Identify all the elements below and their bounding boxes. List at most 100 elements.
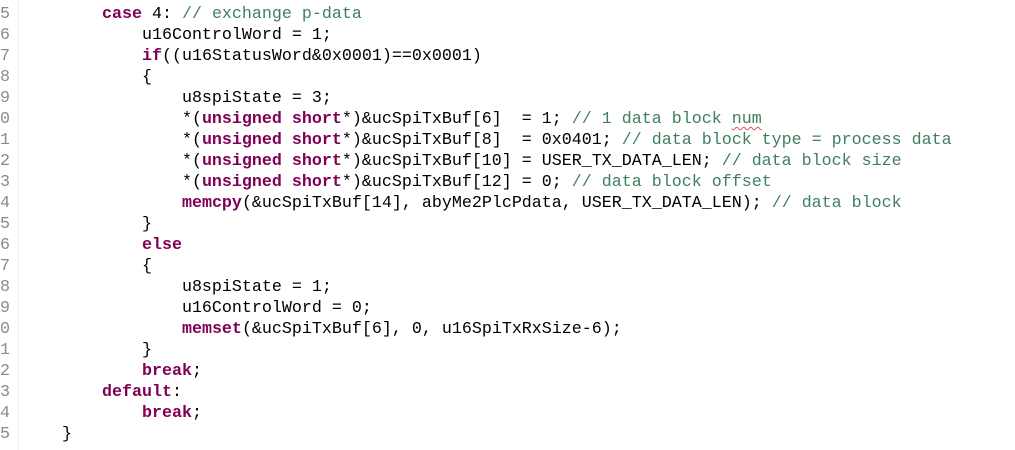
keyword-token: if: [141, 47, 162, 66]
code-text: *(unsigned short*)&ucSpiTxBuf[8] = 0x040…: [62, 130, 952, 151]
line-number: 9: [0, 299, 10, 318]
code-text: memcpy(&ucSpiTxBuf[14], abyMe2PlcPdata, …: [62, 193, 902, 214]
line-number: 5: [0, 5, 10, 24]
line-number-gutter: [0, 0, 19, 450]
code-token: [62, 383, 102, 402]
code-token: *(: [62, 173, 202, 192]
code-token: [62, 47, 142, 66]
code-token: [62, 5, 102, 24]
line-number: 1: [0, 341, 10, 360]
comment-token: // data block offset: [571, 173, 772, 192]
code-line[interactable]: 1 }: [0, 340, 1015, 361]
keyword-token: default: [101, 383, 172, 402]
code-text: }: [62, 214, 152, 235]
line-number: 0: [0, 320, 10, 339]
code-line[interactable]: 7 {: [0, 256, 1015, 277]
keyword-token: break: [141, 362, 192, 381]
code-text: u16ControlWord = 0;: [62, 298, 372, 319]
code-token: (&ucSpiTxBuf[6], 0, u16SpiTxRxSize-6);: [241, 320, 622, 339]
code-text: *(unsigned short*)&ucSpiTxBuf[10] = USER…: [62, 151, 902, 172]
code-token: u8spiState = 1;: [62, 278, 332, 297]
code-token: ((u16StatusWord&0x0001)==0x0001): [161, 47, 482, 66]
code-line[interactable]: 6 else: [0, 235, 1015, 256]
code-token: *)&ucSpiTxBuf[8] = 0x0401;: [341, 131, 622, 150]
code-line[interactable]: 0 memset(&ucSpiTxBuf[6], 0, u16SpiTxRxSi…: [0, 319, 1015, 340]
code-token: }: [62, 425, 72, 444]
keyword-token: unsigned short: [201, 173, 342, 192]
code-line[interactable]: 6 u16ControlWord = 1;: [0, 25, 1015, 46]
line-number: 5: [0, 215, 10, 234]
code-line[interactable]: 2 *(unsigned short*)&ucSpiTxBuf[10] = US…: [0, 151, 1015, 172]
code-token: *)&ucSpiTxBuf[10] = USER_TX_DATA_LEN;: [341, 152, 722, 171]
code-token: {: [62, 68, 152, 87]
code-token: }: [62, 215, 152, 234]
line-number: 6: [0, 236, 10, 255]
line-number: 5: [0, 425, 10, 444]
code-line[interactable]: 5 case 4: // exchange p-data: [0, 4, 1015, 25]
code-text: }: [62, 340, 152, 361]
code-token: [62, 236, 142, 255]
code-line[interactable]: 9 u8spiState = 3;: [0, 88, 1015, 109]
code-token: ;: [191, 362, 202, 381]
code-line[interactable]: 0 *(unsigned short*)&ucSpiTxBuf[6] = 1; …: [0, 109, 1015, 130]
code-line[interactable]: 4 memcpy(&ucSpiTxBuf[14], abyMe2PlcPdata…: [0, 193, 1015, 214]
line-number: 6: [0, 26, 10, 45]
code-line[interactable]: 5}: [0, 424, 1015, 445]
code-line[interactable]: 7 if((u16StatusWord&0x0001)==0x0001): [0, 46, 1015, 67]
line-number: 4: [0, 404, 10, 423]
line-number: 3: [0, 173, 10, 192]
code-token: }: [62, 341, 152, 360]
keyword-token: unsigned short: [201, 110, 342, 129]
code-token: 4:: [141, 5, 182, 24]
code-token: u8spiState = 3;: [62, 89, 332, 108]
line-number: 9: [0, 89, 10, 108]
spellcheck-flagged-comment-token: num: [731, 110, 762, 129]
code-line[interactable]: 5 }: [0, 214, 1015, 235]
line-number: 3: [0, 383, 10, 402]
keyword-token: memset: [181, 320, 242, 339]
code-token: *)&ucSpiTxBuf[12] = 0;: [341, 173, 572, 192]
comment-token: // data block type = process data: [621, 131, 952, 150]
line-number: 1: [0, 131, 10, 150]
code-text: *(unsigned short*)&ucSpiTxBuf[6] = 1; //…: [62, 109, 762, 130]
code-text: else: [62, 235, 182, 256]
code-token: ;: [191, 404, 202, 423]
code-line[interactable]: 4 break;: [0, 403, 1015, 424]
keyword-token: unsigned short: [201, 131, 342, 150]
keyword-token: unsigned short: [201, 152, 342, 171]
code-line[interactable]: 8 u8spiState = 1;: [0, 277, 1015, 298]
code-token: u16ControlWord = 0;: [62, 299, 372, 318]
code-line[interactable]: 3 default:: [0, 382, 1015, 403]
keyword-token: memcpy: [181, 194, 242, 213]
code-token: *)&ucSpiTxBuf[6] = 1;: [341, 110, 572, 129]
code-text: }: [62, 424, 72, 445]
comment-token: // 1 data block: [571, 110, 732, 129]
code-token: *(: [62, 110, 202, 129]
code-text: break;: [62, 361, 202, 382]
code-text: default:: [62, 382, 182, 403]
code-token: [62, 194, 182, 213]
code-line[interactable]: 2 break;: [0, 361, 1015, 382]
line-number: 7: [0, 257, 10, 276]
line-number: 2: [0, 152, 10, 171]
code-text: case 4: // exchange p-data: [62, 4, 362, 25]
code-token: *(: [62, 131, 202, 150]
code-line[interactable]: 3 *(unsigned short*)&ucSpiTxBuf[12] = 0;…: [0, 172, 1015, 193]
comment-token: // data block: [771, 194, 902, 213]
code-text: u16ControlWord = 1;: [62, 25, 332, 46]
code-token: [62, 320, 182, 339]
code-text: u8spiState = 3;: [62, 88, 332, 109]
code-line[interactable]: 9 u16ControlWord = 0;: [0, 298, 1015, 319]
code-text: memset(&ucSpiTxBuf[6], 0, u16SpiTxRxSize…: [62, 319, 622, 340]
line-number: 4: [0, 194, 10, 213]
code-token: [62, 404, 142, 423]
code-line[interactable]: 1 *(unsigned short*)&ucSpiTxBuf[8] = 0x0…: [0, 130, 1015, 151]
line-number: 0: [0, 110, 10, 129]
code-token: *(: [62, 152, 202, 171]
code-token: [62, 362, 142, 381]
keyword-token: else: [141, 236, 182, 255]
code-line[interactable]: 8 {: [0, 67, 1015, 88]
code-text: {: [62, 256, 152, 277]
comment-token: // exchange p-data: [181, 5, 362, 24]
